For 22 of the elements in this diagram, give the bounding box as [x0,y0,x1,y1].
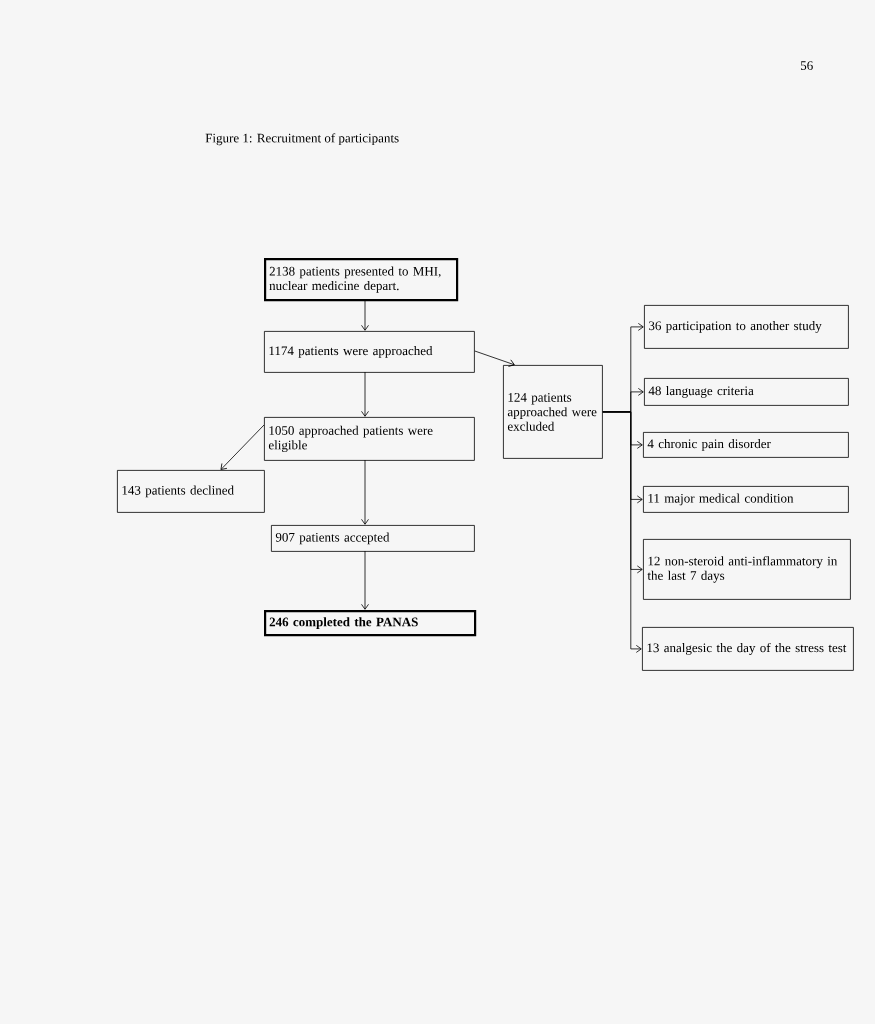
arrow [361,298,369,331]
process-box: 143 patients declined [117,470,265,513]
arrow [474,350,515,367]
process-box: 13 analgesic the day of the stress test [642,627,854,671]
arrow [361,459,369,525]
process-box: 12 non-steroid anti-inflammatory in the last 7 days [643,539,851,600]
arrow [602,411,642,653]
process-box: 1050 approached patients were eligible [264,417,475,461]
process-box: 1174 patients were approached [264,331,475,373]
page-number: 56 [800,61,813,70]
process-box: 246 completed the PANAS [264,610,477,637]
arrow [361,550,369,610]
process-box: 124 patients approached were excluded [503,365,603,459]
process-box: 4 chronic pain disorder [643,432,849,458]
arrow [361,371,369,417]
figure-title: Figure 1: Recruitment of participants [205,133,399,146]
arrow [220,424,265,470]
process-box: 907 patients accepted [271,525,475,552]
process-box: 48 language criteria [644,378,849,406]
process-box: 36 participation to another study [644,305,849,349]
process-box: 11 major medical condition [643,486,849,513]
process-box: 2138 patients presented to MHI, nuclear medicine depart. [264,258,459,302]
